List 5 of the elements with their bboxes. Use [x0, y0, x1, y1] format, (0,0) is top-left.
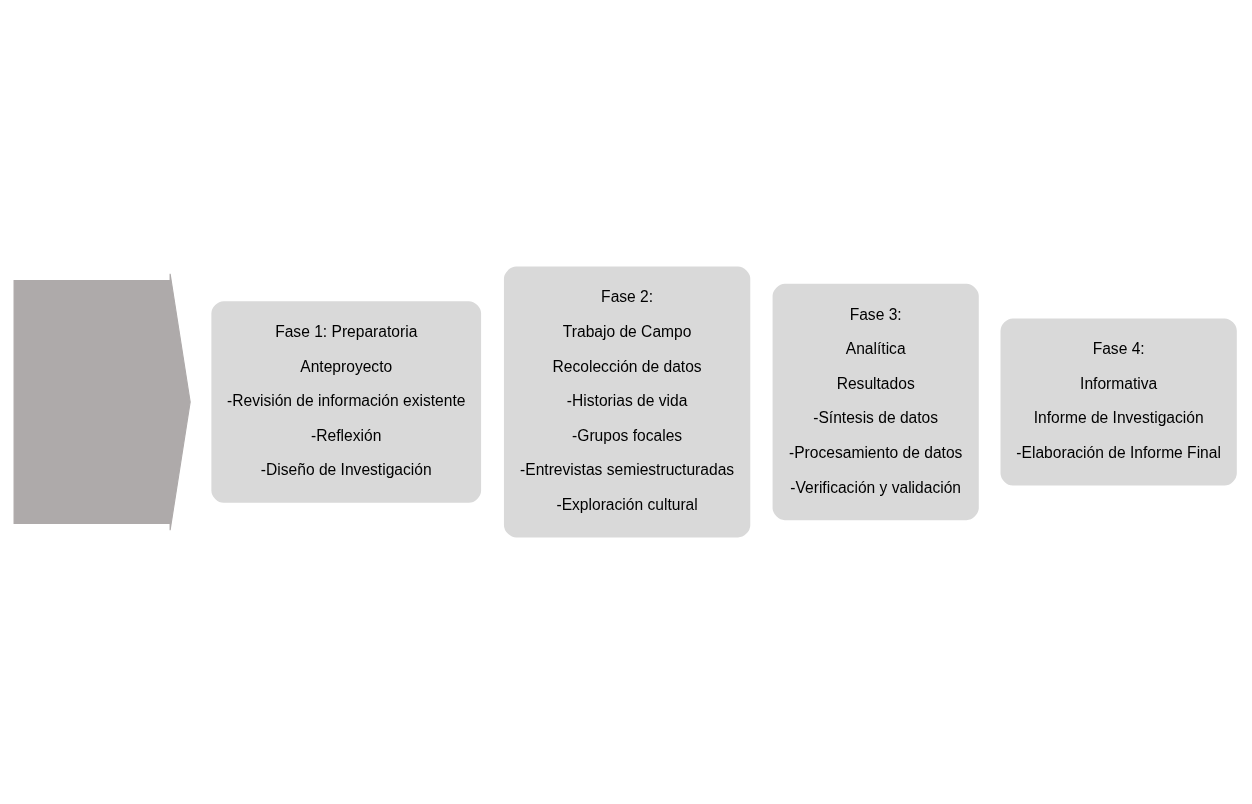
node-box: Fase 3: Analítica Resultados -Síntesis de datos -Procesamiento de datos -Verificación y validación: [770, 281, 981, 523]
node-box: Fase 2: Trabajo de Campo Recolección de datos -Historias de vida -Grupos focales -Entrevistas semiestructuradas -Exploración cultural: [501, 264, 753, 540]
node-box: Fase 1: Preparatoria Anteproyecto -Revisión de información existente -Reflexión -Diseño de Investigación: [209, 298, 484, 506]
node-box: Fase 4: Informativa Informe de Investigación -Elaboración de Informe Final: [998, 316, 1240, 488]
node-arrow: [13, 273, 191, 531]
